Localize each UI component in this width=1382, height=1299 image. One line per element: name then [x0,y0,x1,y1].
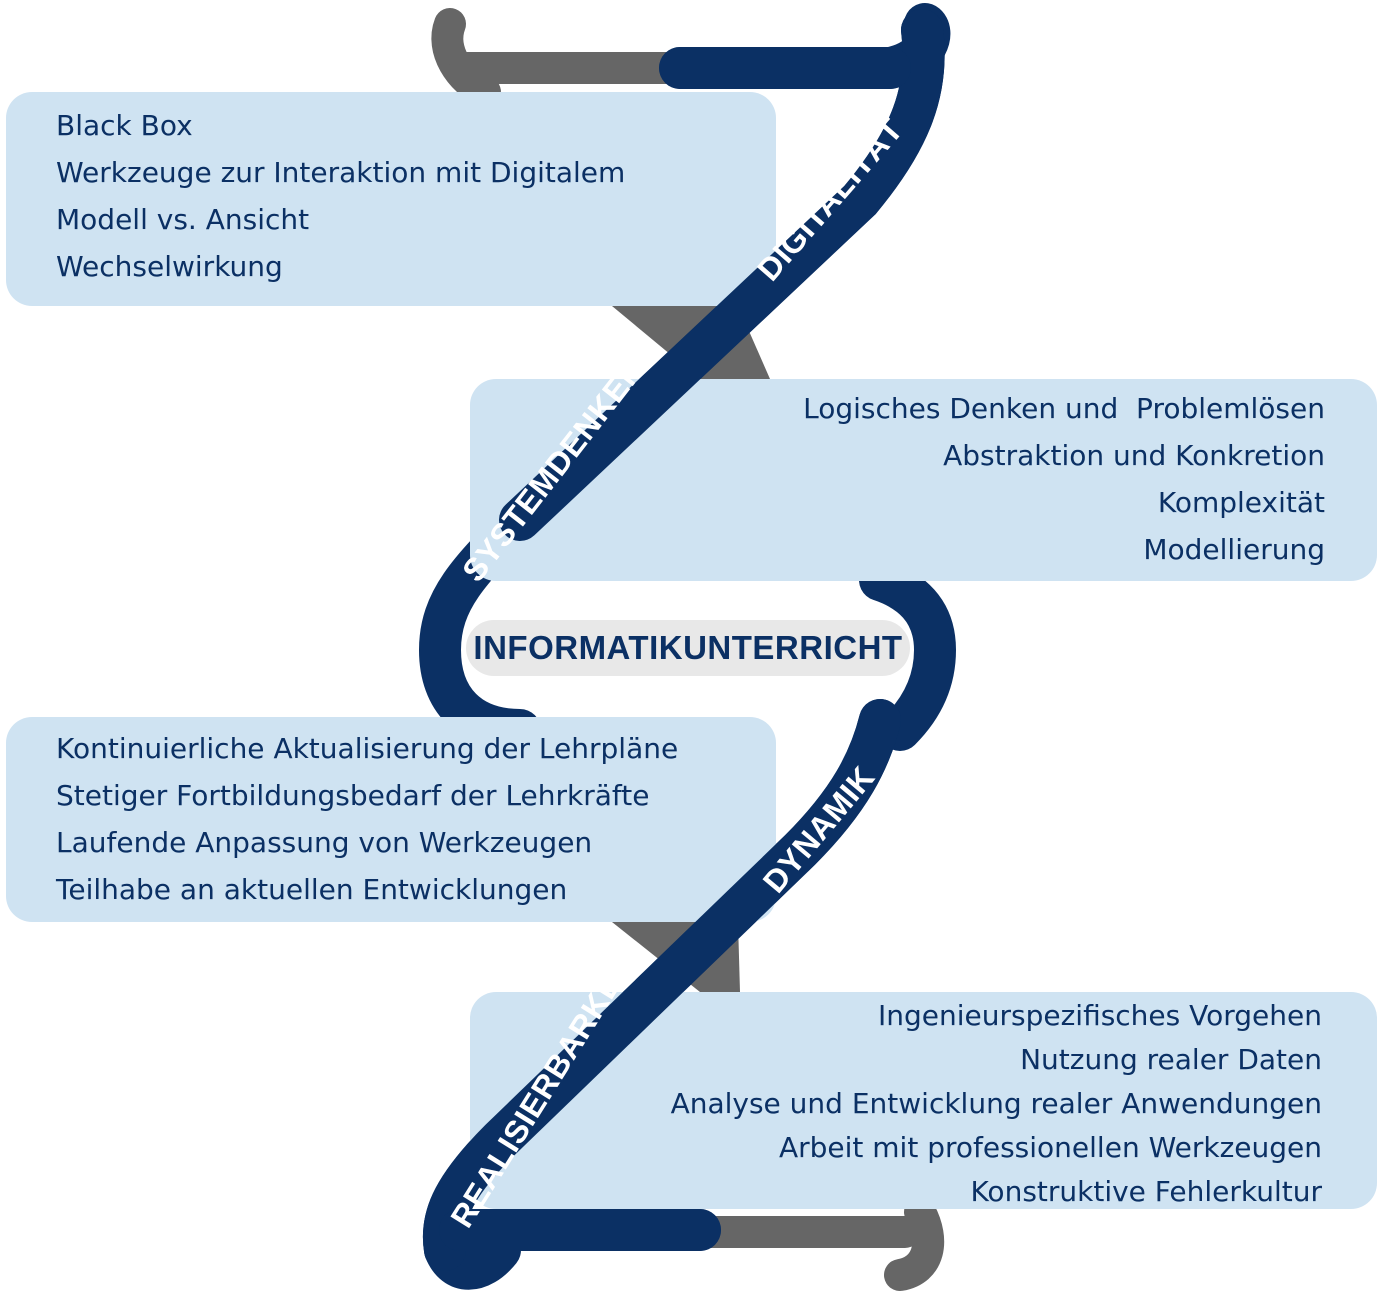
center-label: INFORMATIKUNTERRICHT [466,620,910,676]
panel-item: Stetiger Fortbildungsbedarf der Lehrkräf… [56,779,650,812]
panel-item: Teilhabe an aktuellen Entwicklungen [56,873,568,906]
panel-item: Kontinuierliche Aktualisierung der Lehrp… [56,732,679,765]
panel-item: Arbeit mit professionellen Werkzeugen [778,1131,1322,1164]
panel-item: Konstruktive Fehlerkultur [970,1175,1322,1208]
panel-item: Wechselwirkung [56,250,283,283]
panel-item: Nutzung realer Daten [1020,1043,1322,1076]
panel-systemdenken: Logisches Denken und Problemlösen Abstra… [470,379,1377,581]
panel-digitalitaet: Black Box Werkzeuge zur Interaktion mit … [6,92,776,306]
panel-item: Komplexität [1157,486,1325,519]
panel-realisierbarkeit: Ingenieurspezifisches Vorgehen Nutzung r… [470,992,1377,1209]
panel-item: Ingenieurspezifisches Vorgehen [877,999,1322,1032]
panel-item: Abstraktion und Konkretion [943,439,1325,472]
panel-item: Laufende Anpassung von Werkzeugen [56,826,593,859]
panel-item: Logisches Denken und Problemlösen [803,392,1325,425]
panel-item: Werkzeuge zur Interaktion mit Digitalem [56,156,626,189]
panel-item: Black Box [56,109,193,142]
panel-item: Analyse und Entwicklung realer Anwendung… [670,1087,1322,1120]
panel-item: Modell vs. Ansicht [56,203,310,236]
panel-dynamik: Kontinuierliche Aktualisierung der Lehrp… [6,717,776,922]
panel-item: Modellierung [1143,533,1325,566]
